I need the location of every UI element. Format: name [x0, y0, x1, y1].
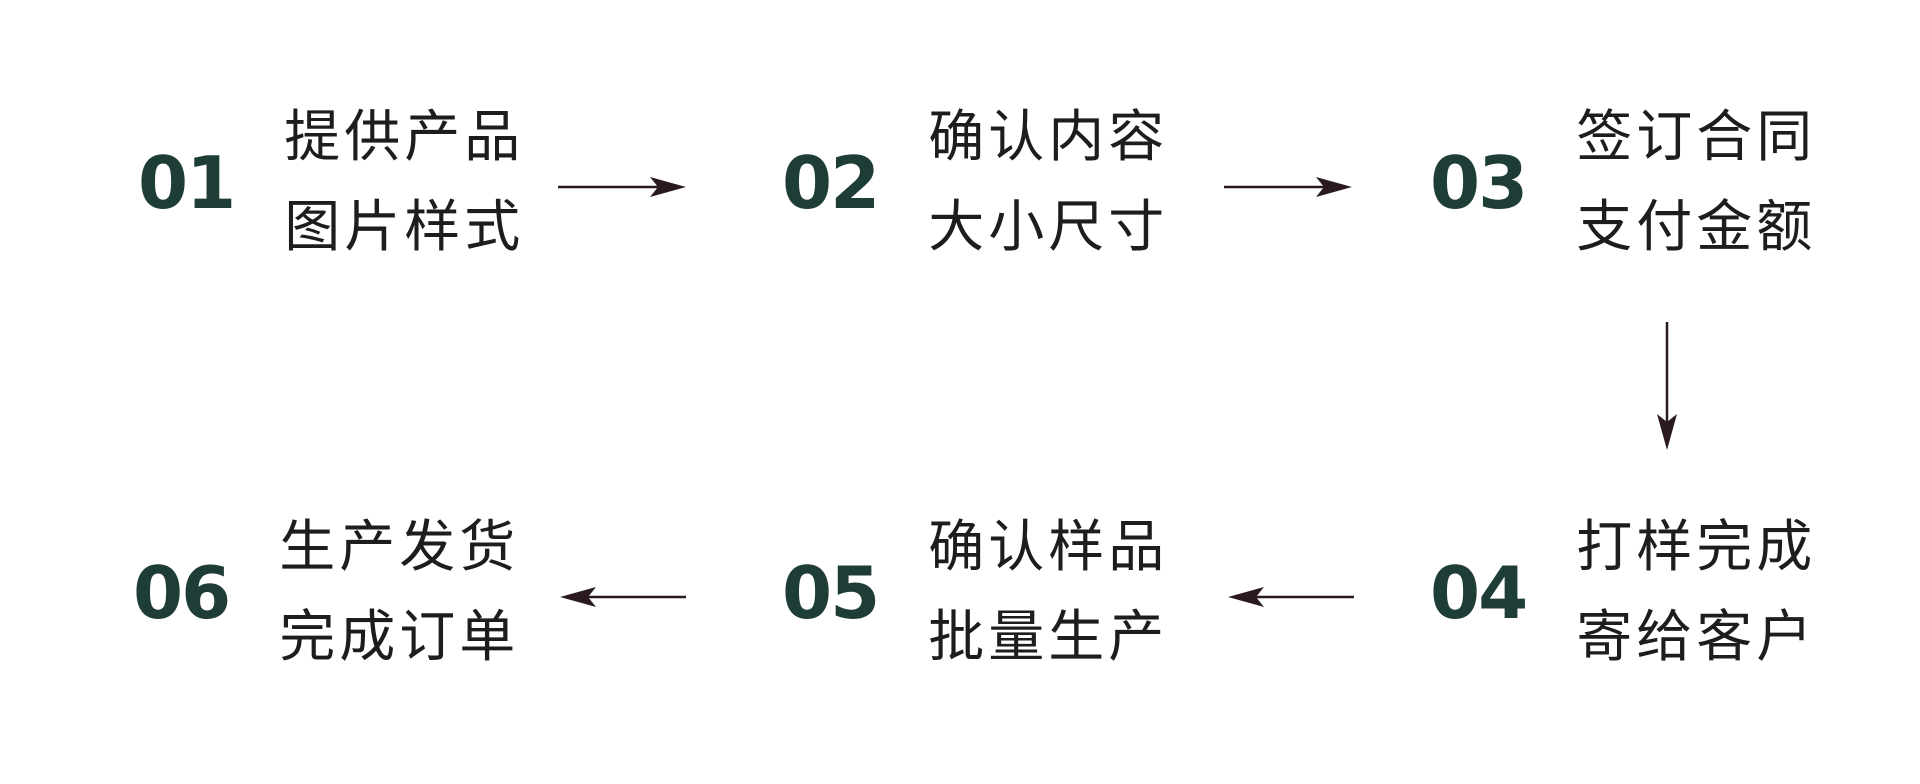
arrow-right-icon — [558, 177, 686, 197]
step-number: 05 — [782, 551, 880, 635]
step-number: 06 — [133, 551, 231, 635]
arrow-right-icon — [1224, 177, 1352, 197]
step-line-1: 生产发货 — [279, 515, 520, 580]
step-line-2: 支付金额 — [1576, 195, 1817, 260]
step-description: 确认样品 批量生产 — [928, 520, 1168, 666]
step-number: 04 — [1430, 551, 1528, 635]
step-line-1: 提供产品 — [284, 105, 525, 170]
step-number: 02 — [782, 141, 880, 225]
step-line-2: 图片样式 — [284, 195, 525, 260]
step-line-1: 打样完成 — [1576, 515, 1817, 580]
step-06: 06 生产发货 完成订单 — [133, 520, 519, 666]
step-line-1: 签订合同 — [1576, 105, 1817, 170]
step-number: 01 — [138, 141, 236, 225]
step-line-1: 确认内容 — [928, 105, 1169, 170]
step-05: 05 确认样品 批量生产 — [782, 520, 1168, 666]
step-line-2: 完成订单 — [279, 605, 520, 670]
step-description: 生产发货 完成订单 — [279, 520, 519, 666]
step-line-2: 大小尺寸 — [928, 195, 1169, 260]
step-line-2: 批量生产 — [928, 605, 1169, 670]
arrow-down-icon — [1657, 322, 1677, 450]
step-04: 04 打样完成 寄给客户 — [1430, 520, 1816, 666]
step-line-1: 确认样品 — [928, 515, 1169, 580]
step-01: 01 提供产品 图片样式 — [138, 110, 524, 256]
step-02: 02 确认内容 大小尺寸 — [782, 110, 1168, 256]
arrow-left-icon — [560, 587, 686, 607]
step-03: 03 签订合同 支付金额 — [1430, 110, 1816, 256]
step-description: 确认内容 大小尺寸 — [928, 110, 1168, 256]
step-description: 提供产品 图片样式 — [284, 110, 524, 256]
step-description: 打样完成 寄给客户 — [1576, 520, 1816, 666]
step-number: 03 — [1430, 141, 1528, 225]
arrow-left-icon — [1228, 587, 1354, 607]
step-line-2: 寄给客户 — [1576, 605, 1817, 670]
step-description: 签订合同 支付金额 — [1576, 110, 1816, 256]
